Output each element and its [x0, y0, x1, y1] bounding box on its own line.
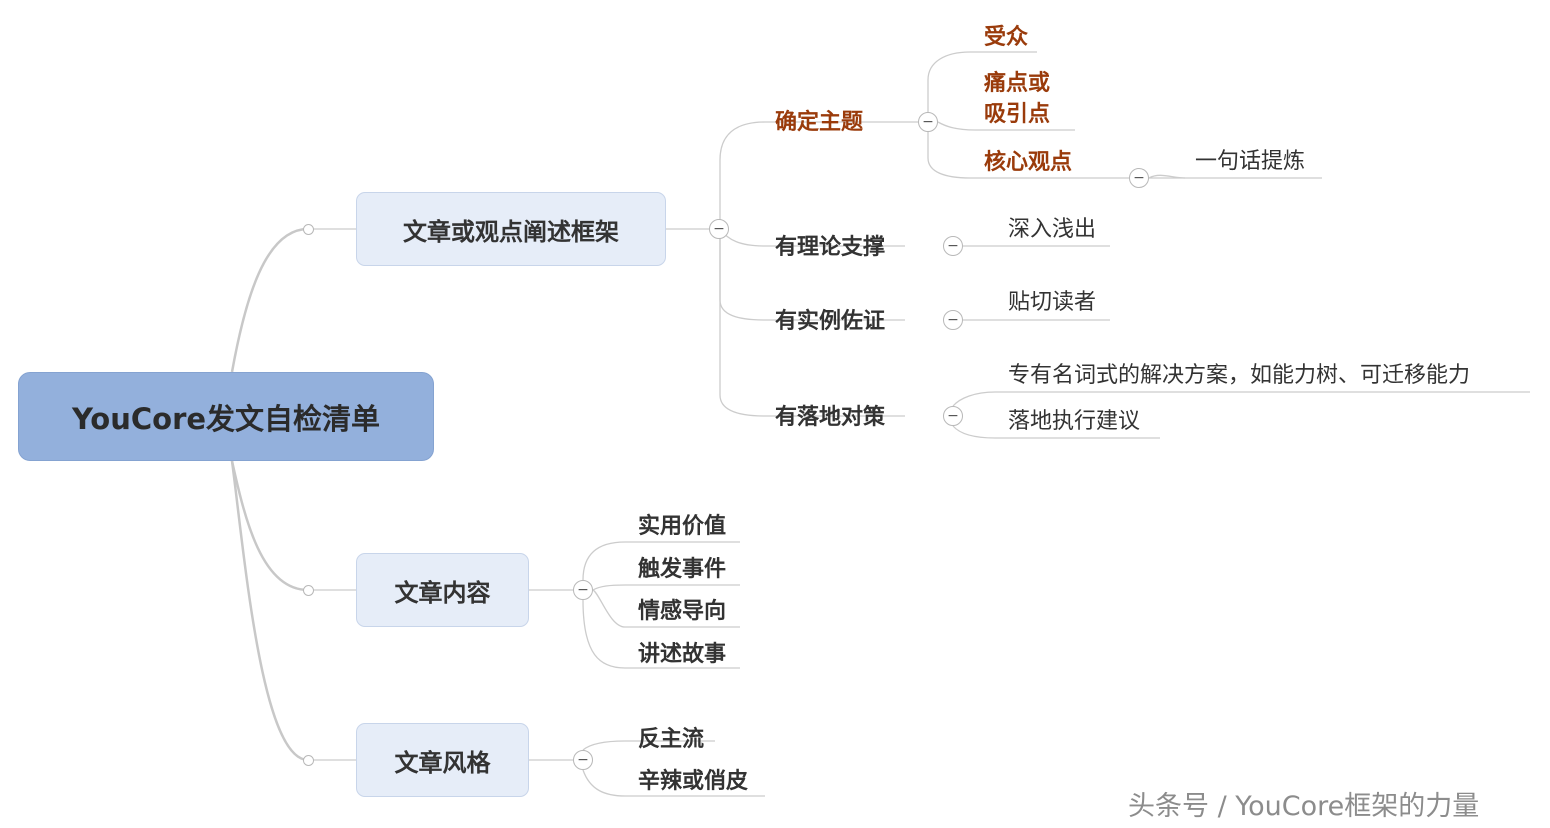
collapse-toggle-topic[interactable]: − — [918, 112, 938, 132]
subtopic-theory-support[interactable]: 有理论支撑 — [775, 235, 886, 260]
subtopic-example-proof[interactable]: 有实例佐证 — [775, 309, 886, 334]
leaf-execution-advice[interactable]: 落地执行建议 — [1008, 409, 1141, 434]
branch-style[interactable]: 文章风格 — [356, 723, 529, 797]
content-item-emotion[interactable]: 情感导向 — [638, 599, 727, 624]
branch-framework[interactable]: 文章或观点阐述框架 — [356, 192, 666, 266]
collapse-toggle-content[interactable]: − — [573, 580, 593, 600]
root-topic[interactable]: YouCore发文自检清单 — [18, 372, 434, 461]
watermark: 头条号 / YouCore框架的力量 — [1128, 791, 1480, 822]
subtopic-determine-theme[interactable]: 确定主题 — [775, 110, 864, 135]
content-item-trigger-event[interactable]: 触发事件 — [638, 557, 727, 582]
leaf-named-solution[interactable]: 专有名词式的解决方案，如能力树、可迁移能力 — [1008, 363, 1471, 388]
topic-audience[interactable]: 受众 — [984, 25, 1029, 50]
branch-anchor-dot — [303, 755, 314, 766]
collapse-toggle-core-view[interactable]: − — [1129, 168, 1149, 188]
branch-anchor-dot — [303, 224, 314, 235]
style-item-spicy-or-playful[interactable]: 辛辣或俏皮 — [638, 769, 749, 794]
content-item-storytelling[interactable]: 讲述故事 — [638, 642, 727, 667]
leaf-relevant-to-reader[interactable]: 贴切读者 — [1008, 290, 1097, 315]
subtopic-actionable-plan[interactable]: 有落地对策 — [775, 405, 886, 430]
content-item-practical-value[interactable]: 实用价值 — [638, 514, 727, 539]
branch-content[interactable]: 文章内容 — [356, 553, 529, 627]
branch-anchor-dot — [303, 585, 314, 596]
topic-pain-point-line1[interactable]: 痛点或 — [984, 71, 1051, 96]
core-view-summary[interactable]: 一句话提炼 — [1195, 149, 1306, 174]
style-item-anti-mainstream[interactable]: 反主流 — [638, 727, 705, 752]
topic-pain-point-line2[interactable]: 吸引点 — [984, 102, 1051, 127]
collapse-toggle-action[interactable]: − — [943, 406, 963, 426]
collapse-toggle-style[interactable]: − — [573, 750, 593, 770]
leaf-easy-to-understand[interactable]: 深入浅出 — [1008, 217, 1097, 242]
collapse-toggle-theory[interactable]: − — [943, 236, 963, 256]
topic-core-view[interactable]: 核心观点 — [984, 150, 1073, 175]
collapse-toggle-framework[interactable]: − — [709, 219, 729, 239]
collapse-toggle-example[interactable]: − — [943, 310, 963, 330]
